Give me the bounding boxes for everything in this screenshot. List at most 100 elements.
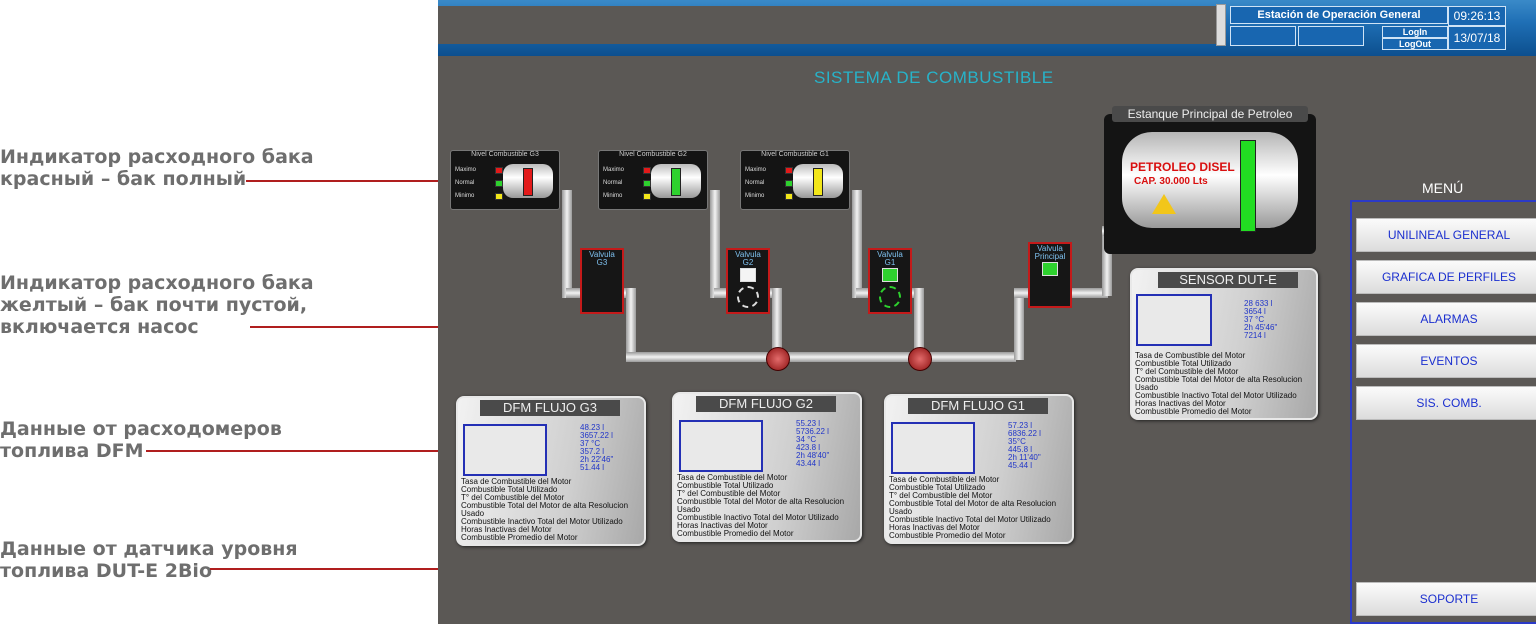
dfm-value: 6836.22 l <box>1008 429 1041 438</box>
pipe <box>710 190 720 298</box>
pipe <box>626 288 636 360</box>
menu-item-alarmas[interactable]: ALARMAS <box>1356 302 1536 336</box>
tank-g2[interactable]: Nivel Combustible G2 Maximo Normal Minim… <box>598 150 708 210</box>
main-tank[interactable]: Estanque Principal de Petroleo PETROLEO … <box>1104 106 1316 254</box>
annotation-dfm: Данные от расходомеров топлива DFM <box>0 418 282 462</box>
dfm-labels: Tasa de Combustible del Motor Combustibl… <box>461 478 644 542</box>
valve-status-indicator <box>882 268 898 282</box>
tank-title: Nivel Combustible G2 <box>619 151 687 158</box>
dfm-value: 48.23 l <box>580 423 605 432</box>
dfm-label: Combustible Total Utilizado <box>461 485 558 494</box>
dfm-values: 57.23 l 6836.22 l 35°C 445.8 l 2h 11'40"… <box>1008 422 1041 470</box>
dfm-panel-g1[interactable]: DFM FLUJO G1 57.23 l 6836.22 l 35°C 445.… <box>884 394 1074 544</box>
pipe <box>626 352 1016 362</box>
dfm-label: T° del Combustible del Motor <box>461 493 565 502</box>
dfm-value: 34 °C <box>796 435 817 444</box>
menu-item-soporte[interactable]: SOPORTE <box>1356 582 1536 616</box>
valve-g1[interactable]: Valvula G1 <box>868 248 912 314</box>
dfm-label: Combustible Total del Motor de alta Reso… <box>889 499 1057 516</box>
sensor-dut-e-panel[interactable]: SENSOR DUT-E 28 633 l 3654 l 37 °C 2h 45… <box>1130 268 1318 420</box>
dfm-label: Tasa de Combustible del Motor <box>677 473 788 482</box>
pipe <box>1014 288 1024 360</box>
sensor-value: 7214 l <box>1244 331 1266 340</box>
sensor-label: Combustible Total Utilizado <box>1135 359 1232 368</box>
dfm-label: Combustible Total del Motor de alta Reso… <box>677 497 845 514</box>
level-indicator <box>495 180 503 187</box>
level-label: Maximo <box>603 167 625 173</box>
station-title: Estación de Operación General <box>1230 6 1448 24</box>
dfm-panel-g2[interactable]: DFM FLUJO G2 55.23 l 5736.22 l 34 °C 423… <box>672 392 862 542</box>
flammable-warning-icon <box>1152 194 1176 214</box>
sensor-image <box>1136 294 1212 346</box>
valve-g3[interactable]: Valvula G3 <box>580 248 624 314</box>
tank-level-bar <box>813 168 823 196</box>
valve-label: Valvula Principal <box>1034 244 1066 261</box>
menu-title: MENÚ <box>1422 180 1464 196</box>
dfm-value: 37 °C <box>580 439 601 448</box>
dfm-panel-g3[interactable]: DFM FLUJO G3 48.23 l 3657.22 l 37 °C 357… <box>456 396 646 546</box>
flow-valve-icon[interactable] <box>766 347 790 371</box>
level-label: Minimo <box>603 193 623 199</box>
menu-item-sis-comb[interactable]: SIS. COMB. <box>1356 386 1536 420</box>
dfm-value: 423.8 l <box>796 443 821 452</box>
dfm-value: 445.8 l <box>1008 445 1033 454</box>
level-label: Normal <box>455 180 475 186</box>
tank-body-icon <box>651 164 701 198</box>
level-indicator <box>643 167 651 174</box>
level-label: Normal <box>745 180 765 186</box>
dfm-value: 57.23 l <box>1008 421 1033 430</box>
tank-g3[interactable]: Nivel Combustible G3 Maximo Normal Minim… <box>450 150 560 210</box>
valve-principal[interactable]: Valvula Principal <box>1028 242 1072 308</box>
level-label: Maximo <box>455 167 477 173</box>
scroll-arrows-icon[interactable] <box>1216 4 1226 46</box>
dfm-label: T° del Combustible del Motor <box>677 489 781 498</box>
pipe <box>852 190 862 298</box>
dfm-labels: Tasa de Combustible del Motor Combustibl… <box>889 476 1072 540</box>
dfm-label: T° del Combustible del Motor <box>889 491 993 500</box>
dfm-label: Combustible Total Utilizado <box>677 481 774 490</box>
level-label: Maximo <box>745 167 767 173</box>
menu-item-eventos[interactable]: EVENTOS <box>1356 344 1536 378</box>
tank-level-bar <box>671 168 681 196</box>
sensor-label: Horas Inactivas del Motor <box>1135 399 1226 408</box>
dfm-value: 51.44 l <box>580 463 605 472</box>
valve-label: Valvula G1 <box>877 250 903 267</box>
menu-item-unilineal-general[interactable]: UNILINEAL GENERAL <box>1356 218 1536 252</box>
main-tank-title: Estanque Principal de Petroleo <box>1112 106 1308 122</box>
logout-button[interactable]: LogOut <box>1382 38 1448 50</box>
login-button[interactable]: LogIn <box>1382 26 1448 38</box>
menu-panel: UNILINEAL GENERAL GRAFICA DE PERFILES AL… <box>1350 200 1536 624</box>
sensor-value: 2h 45'46" <box>1244 323 1278 332</box>
annotation-leader-line <box>146 450 558 452</box>
dfm-values: 55.23 l 5736.22 l 34 °C 423.8 l 2h 48'40… <box>796 420 829 468</box>
dfm-label: Combustible Promedio del Motor <box>677 529 794 538</box>
level-label: Minimo <box>455 193 475 199</box>
sensor-title: SENSOR DUT-E <box>1158 272 1298 288</box>
pipe <box>914 288 924 360</box>
dfm-title: DFM FLUJO G1 <box>908 398 1048 414</box>
sensor-label: T° del Combustible del Motor <box>1135 367 1239 376</box>
flow-valve-icon[interactable] <box>908 347 932 371</box>
pipe <box>1102 226 1112 296</box>
menu-item-grafica-de-perfiles[interactable]: GRAFICA DE PERFILES <box>1356 260 1536 294</box>
main-tank-capacity: CAP. 30.000 Lts <box>1134 176 1208 187</box>
dfm-label: Tasa de Combustible del Motor <box>461 477 572 486</box>
main-tank-body-icon <box>1122 132 1298 228</box>
dfm-label: Combustible Promedio del Motor <box>889 531 1006 540</box>
scada-screen: Estación de Operación General LogIn LogO… <box>438 0 1536 624</box>
dfm-value: 357.2 l <box>580 447 605 456</box>
valve-g2[interactable]: Valvula G2 <box>726 248 770 314</box>
top-bar: Estación de Operación General LogIn LogO… <box>438 0 1536 56</box>
dfm-value: 55.23 l <box>796 419 821 428</box>
annotation-yellow-indicator: Индикатор расходного бака желтый – бак п… <box>0 272 314 338</box>
annotation-red-indicator: Индикатор расходного бака красный – бак … <box>0 146 314 190</box>
tank-g1[interactable]: Nivel Combustible G1 Maximo Normal Minim… <box>740 150 850 210</box>
clock-date: 13/07/18 <box>1448 26 1506 50</box>
level-indicator <box>643 193 651 200</box>
valve-label: Valvula G3 <box>589 250 615 267</box>
dfm-label: Horas Inactivas del Motor <box>677 521 768 530</box>
sensor-labels: Tasa de Combustible del Motor Combustibl… <box>1135 352 1316 416</box>
flowmeter-image <box>891 422 975 474</box>
pipe <box>562 190 572 298</box>
sensor-value: 37 °C <box>1244 315 1265 324</box>
